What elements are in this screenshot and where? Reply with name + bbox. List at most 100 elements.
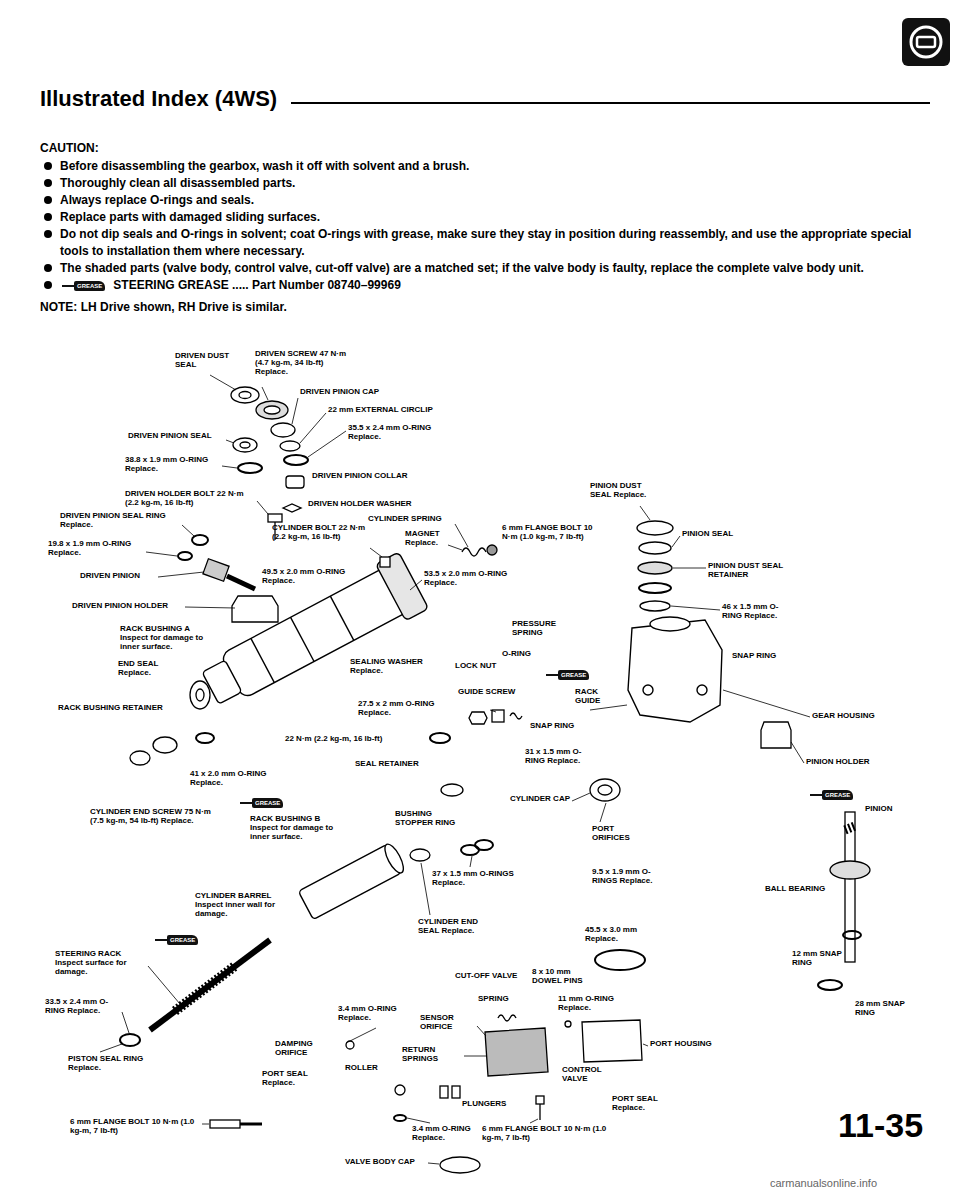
pinion-parts bbox=[845, 826, 855, 830]
part-callout: 6 mm FLANGE BOLT 10 N·m (1.0 kg-m, 7 lb-… bbox=[502, 524, 594, 542]
cylinder-parts bbox=[598, 785, 612, 795]
caution-heading: CAUTION: bbox=[40, 140, 930, 157]
leader-line bbox=[530, 1119, 538, 1123]
leader-line bbox=[346, 1028, 376, 1043]
part-callout: DRIVEN DUST SEAL bbox=[175, 352, 245, 370]
grease-icon: GREASE bbox=[822, 790, 853, 800]
part-callout: 9.5 x 1.9 mm O-RINGS Replace. bbox=[592, 868, 667, 886]
driven-pinion-assembly bbox=[256, 401, 288, 419]
driven-pinion-assembly bbox=[203, 559, 229, 582]
part-callout: CUT-OFF VALVE bbox=[455, 972, 525, 981]
watermark: carmanualsonline.info bbox=[770, 1178, 877, 1189]
part-callout: VALVE BODY CAP bbox=[345, 1158, 425, 1167]
part-callout: PORT SEAL Replace. bbox=[612, 1095, 667, 1113]
part-callout: PINION SEAL bbox=[682, 530, 752, 539]
part-callout: CYLINDER BOLT 22 N·m (2.2 kg-m, 16 lb-ft… bbox=[272, 524, 367, 542]
gear-housing bbox=[639, 542, 671, 554]
part-callout: PORT SEAL Replace. bbox=[262, 1070, 317, 1088]
leader-line bbox=[210, 375, 236, 390]
part-callout: MAGNET Replace. bbox=[405, 530, 460, 548]
part-callout: SNAP RING bbox=[732, 652, 797, 661]
pinion-parts bbox=[843, 931, 861, 939]
part-callout: O-RING bbox=[502, 650, 552, 659]
part-callout: STEERING RACK Inspect surface for damage… bbox=[55, 950, 145, 977]
cylinder-parts bbox=[153, 737, 177, 753]
rack-guide-parts bbox=[492, 710, 504, 722]
pinion-parts bbox=[830, 861, 870, 879]
driven-pinion-assembly bbox=[264, 406, 280, 414]
part-callout: RACK BUSHING B Inspect for damage to inn… bbox=[250, 815, 350, 842]
valve-body bbox=[536, 1096, 544, 1104]
cylinder-parts bbox=[462, 548, 486, 556]
section-icon bbox=[902, 18, 950, 66]
gear-housing bbox=[643, 685, 653, 695]
rack-guide-parts bbox=[510, 713, 522, 719]
part-callout: CYLINDER SPRING bbox=[368, 515, 453, 524]
part-callout: PISTON SEAL RING Replace. bbox=[68, 1055, 168, 1073]
leader-line bbox=[490, 710, 496, 712]
part-callout: CYLINDER END SCREW 75 N·m (7.5 kg-m, 54 … bbox=[90, 808, 215, 826]
part-callout: DRIVEN PINION HOLDER bbox=[72, 602, 182, 611]
driven-pinion-assembly bbox=[268, 514, 282, 522]
part-callout: 12 mm SNAP RING bbox=[792, 950, 862, 968]
cylinder-barrel bbox=[298, 842, 407, 920]
part-callout: ROLLER bbox=[345, 1064, 390, 1073]
valve-body bbox=[565, 1021, 571, 1027]
cylinder-parts bbox=[196, 733, 214, 743]
part-callout: SEAL RETAINER bbox=[355, 760, 440, 769]
valve-body bbox=[440, 1157, 480, 1173]
part-callout: DAMPING ORIFICE bbox=[275, 1040, 340, 1058]
part-callout: RACK BUSHING RETAINER bbox=[58, 704, 188, 713]
leader-line bbox=[122, 1012, 129, 1033]
valve-body bbox=[539, 1104, 540, 1120]
leader-line bbox=[600, 803, 606, 822]
valve-body bbox=[394, 1115, 406, 1121]
valve-body bbox=[498, 1015, 516, 1021]
valve-body bbox=[485, 1028, 548, 1076]
caution-block: CAUTION:Before disassembling the gearbox… bbox=[40, 140, 930, 316]
drive-note: NOTE: LH Drive shown, RH Drive is simila… bbox=[40, 299, 930, 316]
part-callout: 6 mm FLANGE BOLT 10 N·m (1.0 kg-m, 7 lb-… bbox=[70, 1118, 200, 1136]
leader-line bbox=[428, 1163, 439, 1164]
grease-part-number: STEERING GREASE ..... Part Number 08740–… bbox=[113, 277, 400, 294]
leader-line bbox=[222, 466, 237, 468]
cylinder-barrel bbox=[381, 842, 407, 876]
part-callout: PRESSURE SPRING bbox=[512, 620, 577, 638]
driven-pinion-assembly bbox=[178, 387, 308, 622]
leader-line bbox=[643, 1044, 648, 1046]
part-callout: CYLINDER END SEAL Replace. bbox=[418, 918, 483, 936]
leader-line bbox=[590, 705, 627, 710]
leader-line bbox=[673, 568, 706, 569]
part-callout: 49.5 x 2.0 mm O-RING Replace. bbox=[262, 568, 352, 586]
cylinder-parts bbox=[380, 557, 390, 567]
steering-rack bbox=[210, 1120, 240, 1128]
driven-pinion-assembly bbox=[240, 442, 250, 448]
driven-pinion-assembly bbox=[271, 423, 295, 437]
part-callout: 28 mm SNAP RING bbox=[855, 1000, 920, 1018]
part-callout: DRIVEN SCREW 47 N·m (4.7 kg-m, 34 lb-ft)… bbox=[255, 350, 350, 377]
leader-line bbox=[672, 536, 680, 547]
leader-line bbox=[448, 545, 462, 550]
part-callout: SENSOR ORIFICE bbox=[420, 1014, 475, 1032]
caution-item: Do not dip seals and O-rings in solvent;… bbox=[40, 226, 930, 260]
part-callout: DRIVEN PINION COLLAR bbox=[312, 472, 422, 481]
caution-item: Thoroughly clean all disassembled parts. bbox=[40, 175, 930, 192]
part-callout: PINION DUST SEAL Replace. bbox=[590, 482, 660, 500]
gear-housing bbox=[637, 521, 673, 535]
part-callout: PLUNGERS bbox=[462, 1100, 522, 1109]
caution-item: Replace parts with damaged sliding surfa… bbox=[40, 209, 930, 226]
part-callout: RACK BUSHING A Inspect for damage to inn… bbox=[120, 625, 215, 652]
caution-item: Before disassembling the gearbox, wash i… bbox=[40, 158, 930, 175]
part-callout: 22 mm EXTERNAL CIRCLIP bbox=[328, 406, 438, 415]
steering-rack bbox=[120, 1034, 140, 1046]
part-callout: SEALING WASHER Replace. bbox=[350, 658, 430, 676]
leader-line bbox=[202, 1124, 209, 1125]
part-callout: BALL BEARING bbox=[765, 885, 840, 894]
gear-housing bbox=[640, 601, 670, 611]
section-icon bbox=[902, 18, 950, 66]
part-callout: 35.5 x 2.4 mm O-RING Replace. bbox=[348, 424, 448, 442]
part-callout: LOCK NUT bbox=[455, 662, 510, 671]
driven-pinion-assembly bbox=[239, 392, 251, 399]
driven-pinion-assembly bbox=[284, 455, 308, 465]
